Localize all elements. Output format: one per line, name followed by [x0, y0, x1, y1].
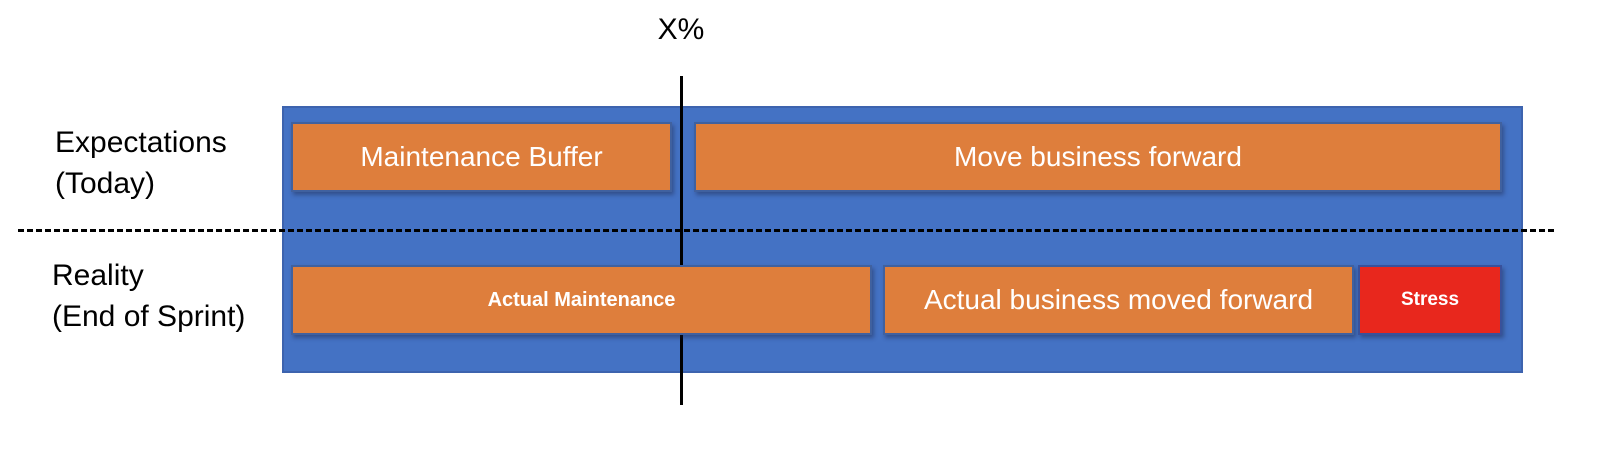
bar-actual-maintenance: Actual Maintenance [291, 265, 872, 335]
bar-actual-maintenance-label: Actual Maintenance [487, 288, 676, 311]
bar-move-business-forward: Move business forward [694, 122, 1502, 192]
row-label-expectations-line1: Expectations [55, 126, 227, 159]
row-label-reality: Reality (End of Sprint) [52, 255, 245, 337]
row-label-reality-line1: Reality [52, 259, 144, 292]
row-label-reality-line2: (End of Sprint) [52, 300, 246, 333]
expectation-reality-divider-line [18, 229, 1554, 232]
bar-actual-business-moved-forward-label: Actual business moved forward [923, 284, 1314, 315]
buffer-split-divider-line [680, 76, 683, 405]
bar-maintenance-buffer-label: Maintenance Buffer [360, 141, 603, 172]
row-label-expectations-line2: (Today) [55, 167, 156, 200]
bar-actual-business-moved-forward: Actual business moved forward [883, 265, 1354, 335]
bar-stress: Stress [1358, 265, 1502, 335]
row-label-expectations: Expectations (Today) [55, 122, 227, 204]
split-percentage-label: X% [657, 13, 705, 46]
bar-move-business-forward-label: Move business forward [954, 141, 1242, 172]
bar-maintenance-buffer: Maintenance Buffer [291, 122, 672, 192]
bar-stress-label: Stress [1400, 289, 1460, 310]
